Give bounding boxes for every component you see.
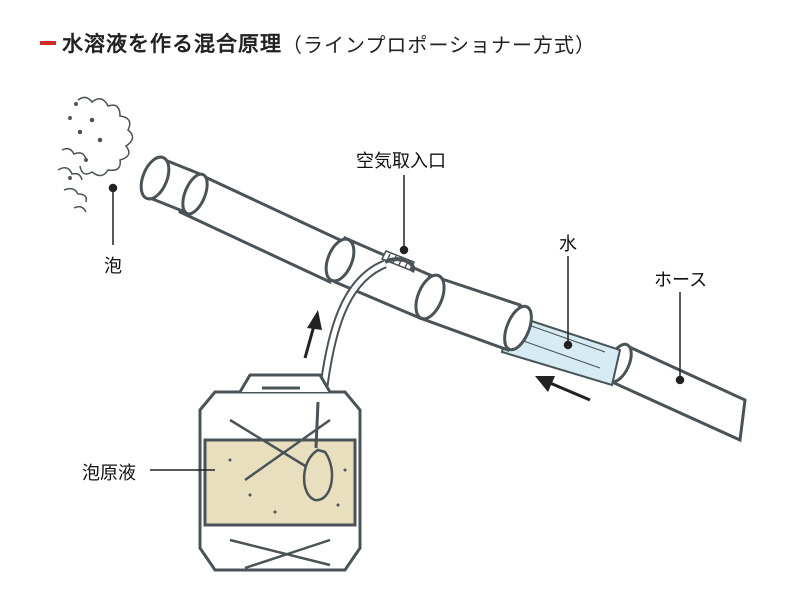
flow-arrow-up <box>303 310 322 359</box>
flow-arrow-left <box>535 376 591 402</box>
foam-spray <box>57 96 134 213</box>
foam-concentrate-label: 泡原液 <box>82 463 136 484</box>
proportioner-pipe <box>178 167 533 352</box>
concentrate-can <box>198 373 362 572</box>
hose-label: ホース <box>654 270 708 291</box>
pickup-tube <box>317 257 416 403</box>
title-main: 水溶液を作る混合原理 <box>62 32 282 56</box>
title-subtitle: （ラインプロポーショナー方式） <box>282 32 596 57</box>
air-intake-label: 空気取入口 <box>356 151 446 172</box>
hose <box>605 342 747 443</box>
water-label: 水 <box>559 234 577 255</box>
foam-label: 泡 <box>104 256 122 277</box>
leader-lines <box>108 175 685 471</box>
diagram-title: 水溶液を作る混合原理 （ラインプロポーショナー方式） <box>40 28 596 58</box>
title-accent-bar <box>40 41 56 45</box>
nozzle <box>139 155 209 217</box>
